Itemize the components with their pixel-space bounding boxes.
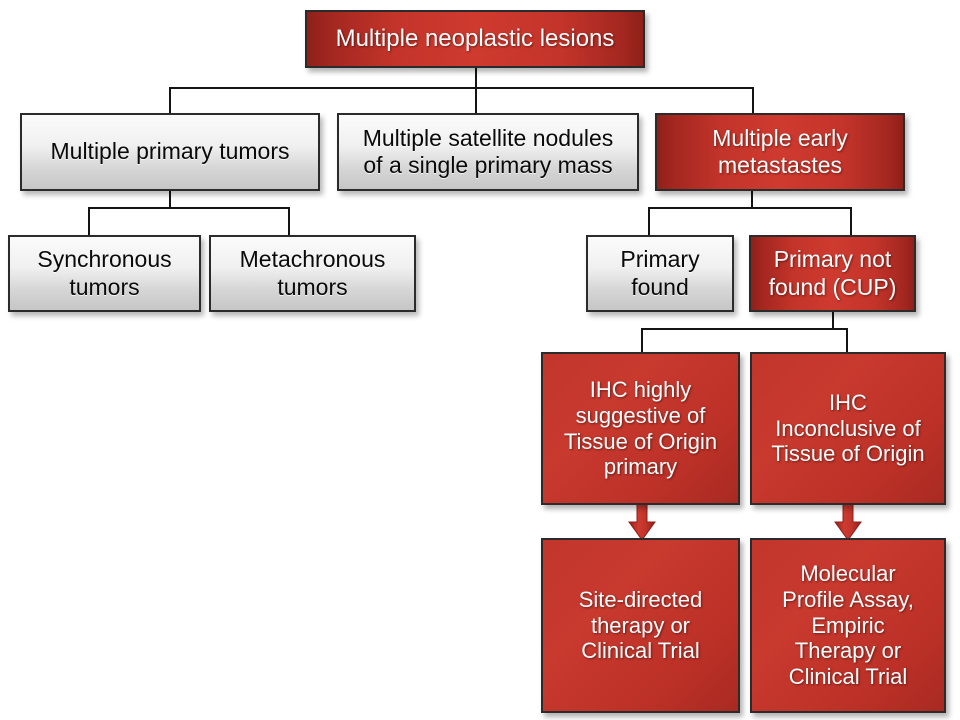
node-site-directed-therapy[interactable]: Site-directed therapy or Clinical Trial bbox=[541, 538, 740, 713]
node-ihc-highly-suggestive[interactable]: IHC highly suggestive of Tissue of Origi… bbox=[541, 352, 740, 505]
node-primary-found[interactable]: Primary found bbox=[586, 235, 734, 312]
connector-cup-bar bbox=[641, 328, 848, 330]
connector-row2-right-drop bbox=[752, 87, 754, 113]
arrow-ihc-suggestive-to-site-directed bbox=[628, 503, 656, 541]
connector-primary-found-drop bbox=[648, 207, 650, 235]
connector-row2-bar bbox=[169, 87, 754, 89]
connector-metastases-bar bbox=[648, 207, 852, 209]
connector-primary-stem bbox=[169, 191, 171, 209]
node-primary-not-found-cup[interactable]: Primary not found (CUP) bbox=[749, 235, 916, 312]
connector-ihc-suggestive-drop bbox=[641, 328, 643, 353]
node-multiple-early-metastases[interactable]: Multiple early metastastes bbox=[655, 113, 905, 191]
connector-metastases-stem bbox=[751, 191, 753, 209]
node-ihc-inconclusive[interactable]: IHC Inconclusive of Tissue of Origin bbox=[750, 352, 946, 505]
connector-cup-drop bbox=[850, 207, 852, 235]
connector-root-stem bbox=[475, 68, 477, 89]
node-multiple-neoplastic-lesions[interactable]: Multiple neoplastic lesions bbox=[305, 10, 645, 68]
arrow-ihc-inconclusive-to-molecular-profile bbox=[834, 503, 862, 541]
connector-primary-bar bbox=[88, 207, 290, 209]
connector-metachronous-drop bbox=[288, 207, 290, 235]
connector-row2-center-drop bbox=[475, 87, 477, 113]
connector-row2-left-drop bbox=[169, 87, 171, 113]
connector-cup-stem bbox=[832, 312, 834, 330]
node-multiple-satellite-nodules[interactable]: Multiple satellite nodules of a single p… bbox=[337, 113, 639, 191]
connector-synchronous-drop bbox=[88, 207, 90, 235]
connector-ihc-inconclusive-drop bbox=[846, 328, 848, 353]
node-molecular-profile-assay[interactable]: Molecular Profile Assay, Empiric Therapy… bbox=[750, 538, 946, 713]
node-synchronous-tumors[interactable]: Synchronous tumors bbox=[8, 235, 201, 312]
node-metachronous-tumors[interactable]: Metachronous tumors bbox=[209, 235, 416, 312]
node-multiple-primary-tumors[interactable]: Multiple primary tumors bbox=[20, 113, 320, 191]
